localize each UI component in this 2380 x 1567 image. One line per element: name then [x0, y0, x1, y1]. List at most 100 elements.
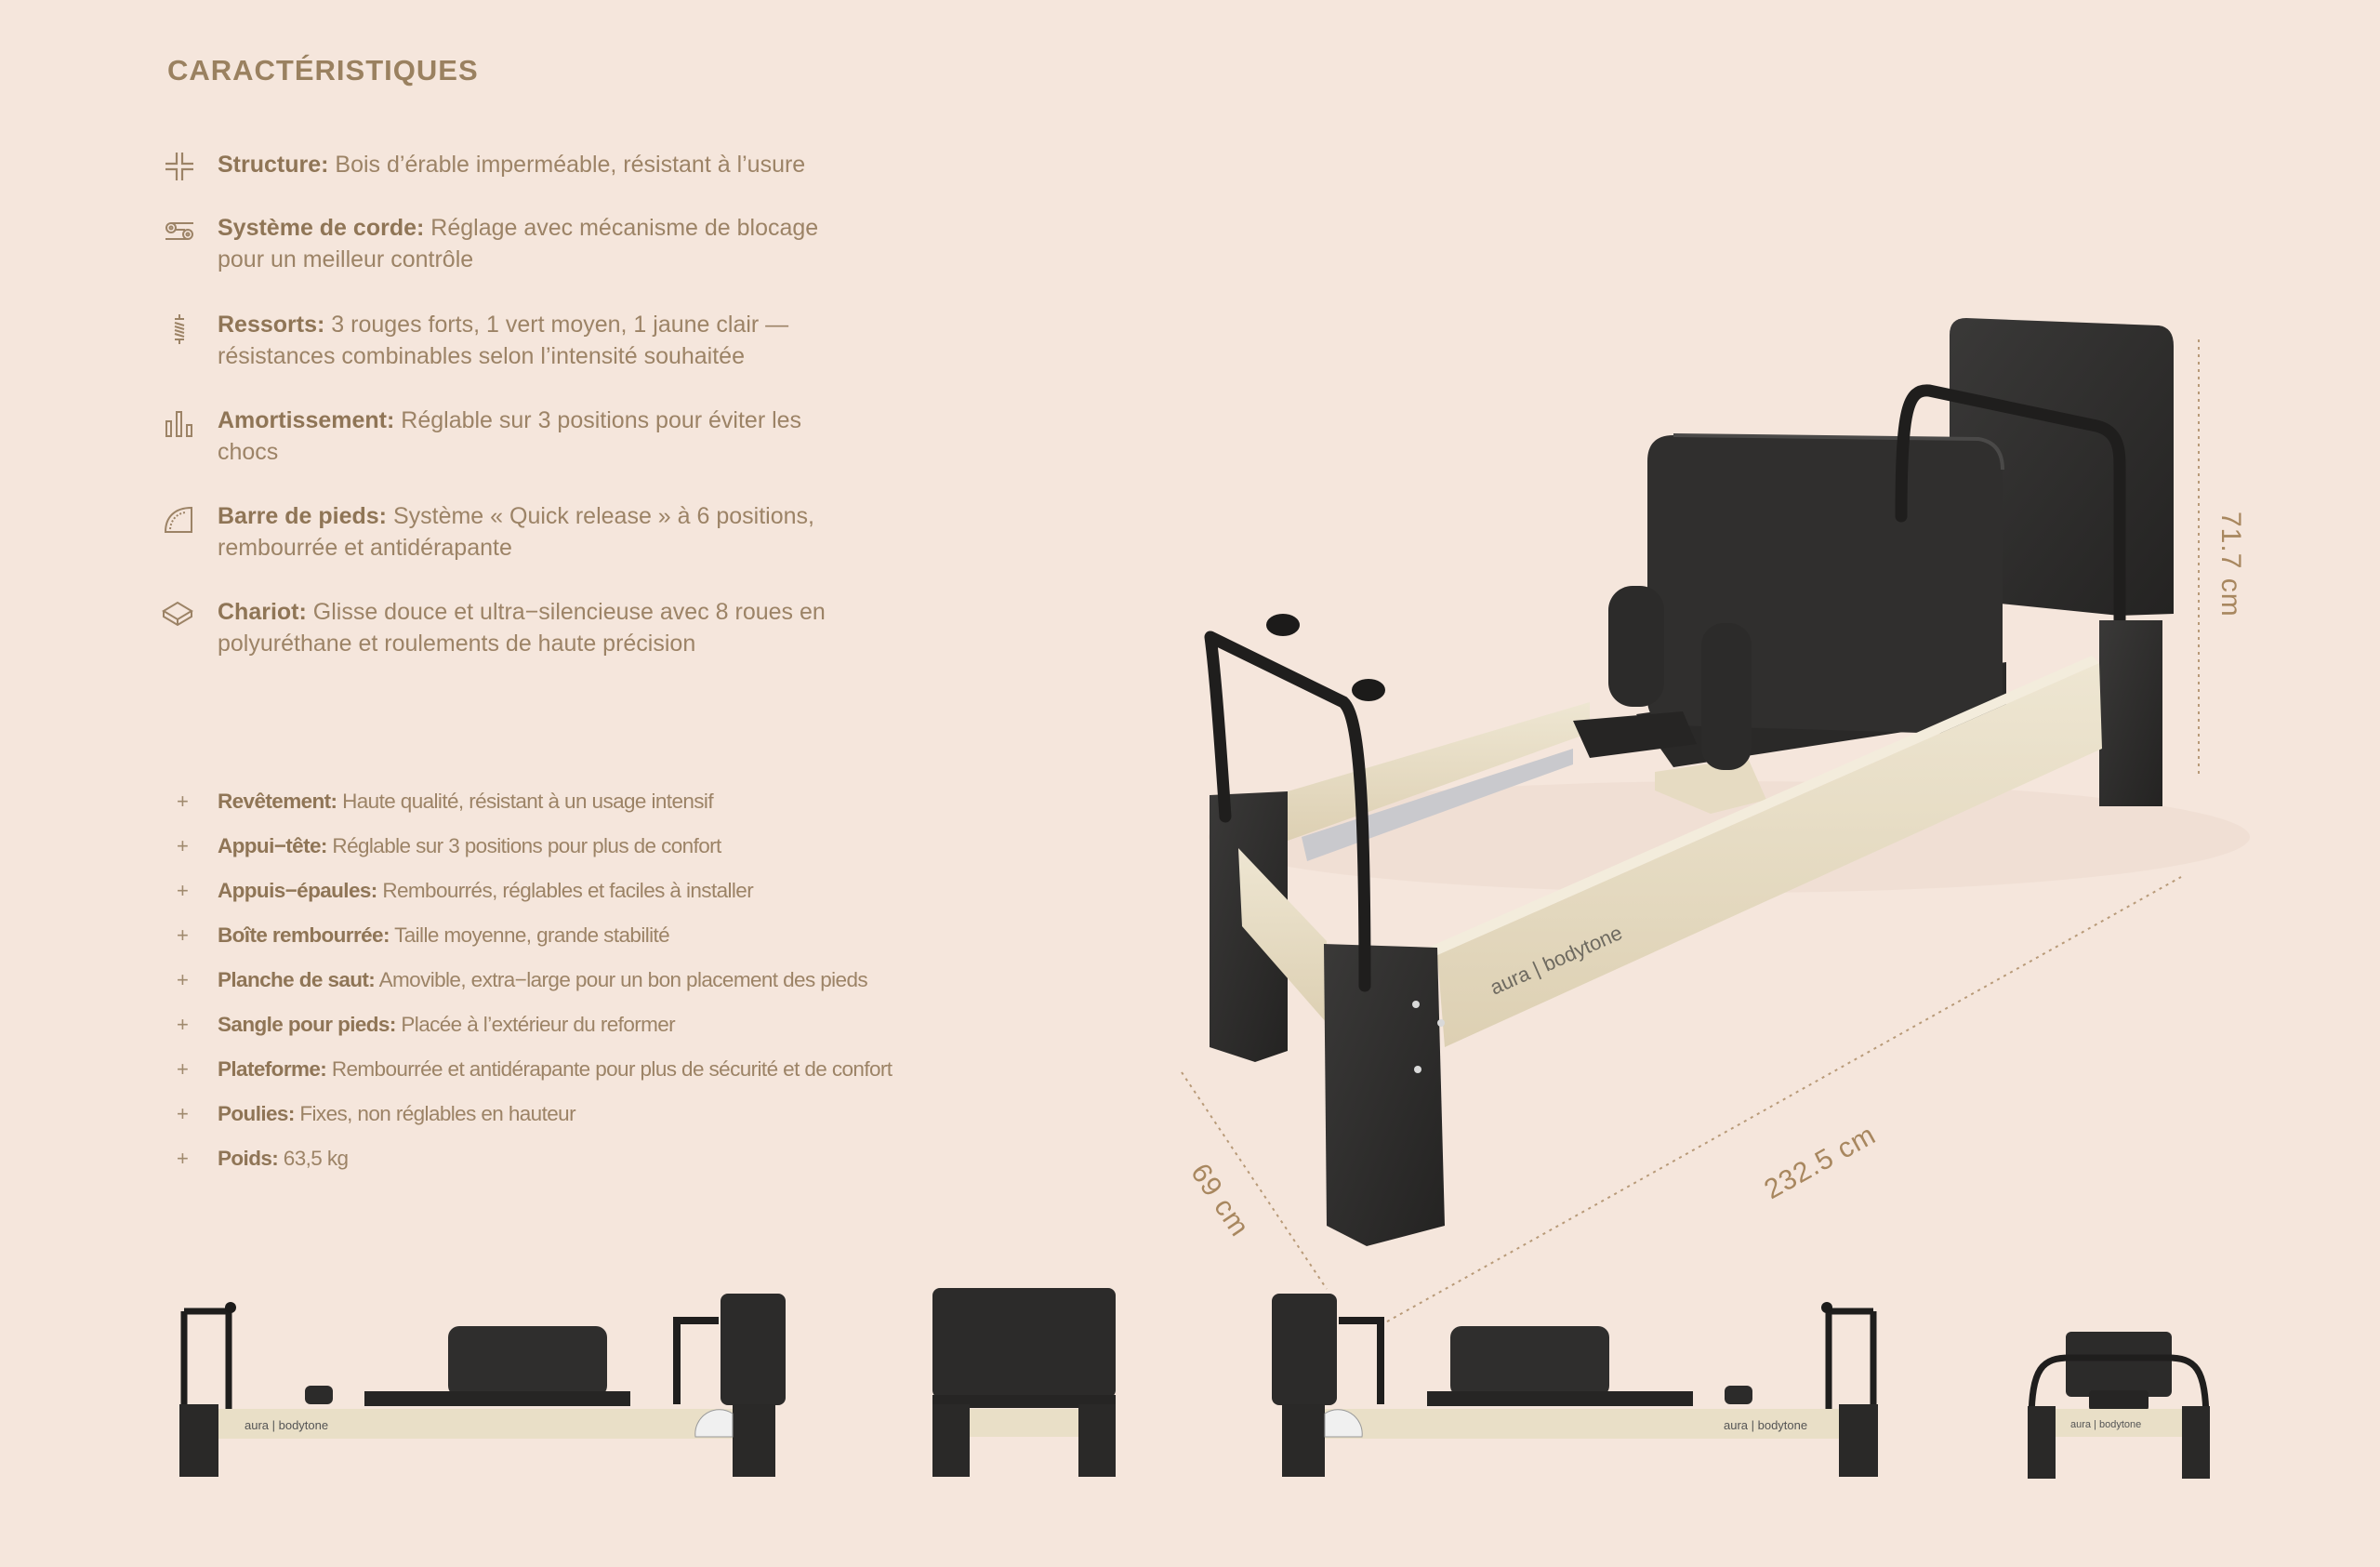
spec-item-jumpboard: +Planche de saut: Amovible, extra−large …	[177, 966, 892, 1011]
plus-icon: +	[177, 1057, 189, 1081]
carriage-base	[364, 1391, 630, 1406]
feature-label: Structure:	[218, 152, 329, 178]
spec-label: Poids:	[218, 1147, 279, 1170]
shoulder-rest	[305, 1386, 333, 1404]
feature-rope-system: Système de corde: Réglage avec mécanisme…	[164, 212, 868, 309]
shoulder-arch-bar	[1339, 1317, 1384, 1404]
shoulder-rest-left	[1608, 586, 1664, 707]
leg	[1839, 1404, 1878, 1477]
spec-text: Rembourrée et antidérapante pour plus de…	[326, 1057, 892, 1081]
reformer-side-view-left: aura | bodytone	[179, 1294, 786, 1477]
front-rail	[1437, 663, 2102, 1047]
footbar	[1204, 631, 1371, 992]
width-dimension-line	[1181, 1071, 1328, 1290]
spec-text: Fixes, non réglables en hauteur	[294, 1102, 575, 1125]
gauge-plate	[1324, 1409, 1363, 1438]
feature-list: Structure: Bois d’érable imperméable, ré…	[162, 149, 889, 659]
reformer-side-view-right: aura | bodytone	[1272, 1294, 1878, 1477]
spec-item-headrest: + Appui−tête: Réglable sur 3 positions po…	[177, 832, 892, 877]
front-left-leg	[1324, 944, 1445, 1246]
wood-rail	[967, 1409, 1083, 1437]
spec-label: Revêtement:	[218, 790, 337, 813]
feature-text: Réglable sur 3 positions pour éviter les…	[218, 407, 802, 465]
leg	[1282, 1404, 1325, 1477]
carriage-wood-plate	[1655, 758, 1766, 814]
spec-label: Plateforme:	[218, 1057, 327, 1081]
leg	[2028, 1406, 2056, 1479]
feature-label: Système de corde:	[218, 215, 425, 241]
feature-springs: Ressorts: 3 rouges forts, 1 vert moyen, …	[164, 309, 868, 405]
structure-cross-icon	[165, 153, 193, 180]
spec-label: Sangle pour pieds:	[218, 1013, 396, 1036]
spec-text: Réglable sur 3 positions pour plus de co…	[326, 834, 721, 857]
feature-text: 3 rouges forts, 1 vert moyen, 1 jaune cl…	[218, 312, 789, 369]
footbar-knob	[1266, 614, 1300, 636]
length-dimension-label: 232.5 cm	[1759, 1120, 1881, 1206]
spec-text: Haute qualité, résistant à un usage inte…	[337, 790, 713, 813]
feature-footbar: Barre de pieds: Système « Quick release …	[164, 500, 868, 596]
feature-label: Barre de pieds:	[218, 503, 388, 529]
feature-text: Glisse douce et ultra−silencieuse avec 8…	[218, 599, 826, 657]
spec-item-weight: + Poids: 63,5 kg	[177, 1145, 892, 1189]
spec-item-shoulder-rests: + Appuis−épaules: Rembourrés, réglables e…	[177, 877, 892, 922]
feature-carriage: Chariot: Glisse douce et ultra−silencieu…	[162, 596, 868, 659]
plus-icon: +	[177, 1013, 189, 1036]
spec-text: 63,5 kg	[278, 1147, 349, 1170]
foot-pedal	[1573, 711, 1697, 758]
leg	[2182, 1406, 2210, 1479]
padded-box	[2089, 1390, 2149, 1411]
feature-text: Bois d’érable imperméable, résistant à l…	[328, 152, 806, 178]
plus-icon: +	[177, 879, 189, 902]
footbar	[180, 1308, 232, 1409]
spec-item-foot-strap: + Sangle pour pieds: Placée à l’extérieur…	[177, 1011, 892, 1056]
carriage-base	[1427, 1391, 1693, 1406]
rope-pulley-icon	[165, 222, 193, 240]
rail-logo: aura | bodytone	[2070, 1419, 2141, 1430]
footbar	[2028, 1354, 2210, 1424]
plus-icon: +	[177, 834, 189, 857]
shoulder-rest-right	[1701, 623, 1752, 770]
carriage-base	[932, 1395, 1116, 1408]
spec-label: Appui−tête:	[218, 834, 327, 857]
padded-box	[1647, 435, 2003, 735]
plus-icon: +	[177, 1102, 189, 1125]
wood-rail	[1325, 1409, 1845, 1439]
spec-text: Amovible, extra−large pour un bon placem…	[375, 968, 868, 991]
footbar-knob	[225, 1302, 236, 1313]
bars-icon	[165, 411, 192, 437]
left-end-rail	[1238, 848, 1327, 1023]
headrest-board	[721, 1294, 786, 1405]
spec-label: Boîte rembourrée:	[218, 923, 390, 947]
shoulder-arch-bar	[673, 1317, 719, 1404]
wood-rail	[2052, 1409, 2186, 1437]
spec-label: Poulies:	[218, 1102, 295, 1125]
headrest-board	[1272, 1294, 1337, 1405]
spec-text: Placée à l’extérieur du reformer	[395, 1013, 676, 1036]
metal-track	[1302, 749, 1573, 861]
feature-label: Amortissement:	[218, 407, 395, 433]
plus-icon: +	[177, 968, 189, 991]
shoulder-rest	[1725, 1386, 1752, 1404]
front-rail-top	[1430, 656, 2099, 955]
width-dimension-label: 69 cm	[1184, 1158, 1255, 1242]
reformer-main-illustration: aura | bodytone 71.7 cm 232.5 cm 69 cm	[1181, 318, 2250, 1326]
feature-damping: Amortissement: Réglable sur 3 positions …	[164, 405, 868, 500]
plus-icon: +	[177, 1147, 189, 1170]
leg	[932, 1404, 970, 1477]
padded-box	[448, 1326, 607, 1397]
spec-text: Rembourrés, réglables et faciles à insta…	[377, 879, 754, 902]
reformer-back-view: aura | bodytone	[2028, 1332, 2210, 1479]
leg	[733, 1404, 775, 1477]
headrest-board	[2066, 1332, 2172, 1397]
spec-label: Appuis−épaules:	[218, 879, 377, 902]
leg	[179, 1404, 218, 1477]
spec-item-box: +Boîte rembourrée: Taille moyenne, grand…	[177, 922, 892, 966]
feature-text: Réglage avec mécanisme de blocage pour u…	[218, 215, 819, 272]
wood-rail	[212, 1409, 733, 1439]
feature-structure: Structure: Bois d’érable imperméable, ré…	[164, 149, 868, 212]
box-highlight	[1673, 433, 2004, 471]
carriage-box-icon	[162, 601, 193, 627]
leg-bolts	[1412, 1001, 1445, 1073]
front-right-leg	[2099, 620, 2162, 806]
spec-list: + Revêtement: Haute qualité, résistant à …	[177, 788, 892, 1189]
